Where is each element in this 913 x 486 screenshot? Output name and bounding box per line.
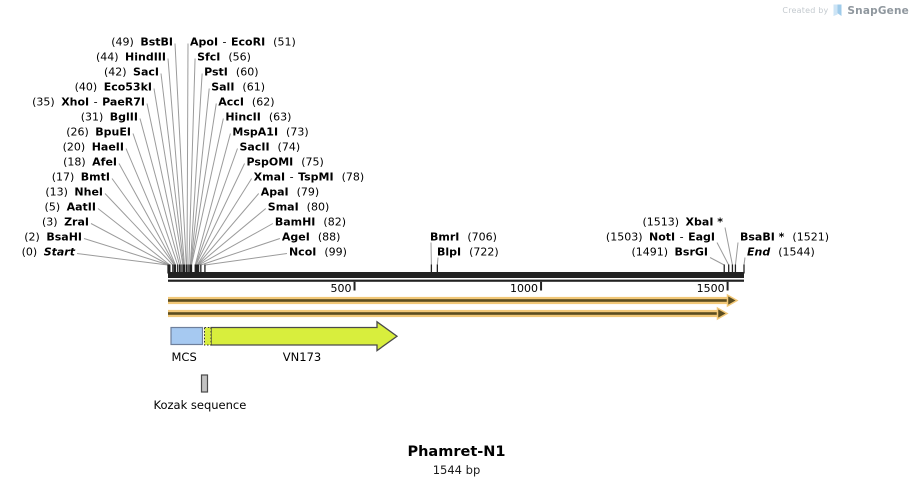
feature-vn173-label: VN173 [283, 350, 321, 364]
enzyme-saci-leader [160, 73, 185, 266]
enzyme-afei-leader [118, 163, 176, 266]
enzyme-smai-leader [197, 208, 267, 266]
orf-arrow-1-core [168, 299, 728, 302]
enzyme-agei-leader [200, 238, 281, 266]
enzyme-ncoi-leader [204, 253, 288, 266]
enzyme-blpi-label: BlpI(722) [437, 246, 499, 259]
enzyme-aatii-label: (5) AatII [45, 201, 96, 214]
enzyme-sacii-leader [195, 148, 238, 266]
enzyme-apoi-leader [186, 43, 189, 266]
feature-kozak-sequence-label: Kozak sequence [154, 398, 247, 412]
enzyme-blpi-leader [436, 257, 439, 266]
enzyme-bamhi-label: BamHI(82) [275, 216, 346, 229]
feature-kozak-sequence [200, 374, 209, 393]
ruler-label-1000: 1000 [510, 282, 538, 295]
enzyme-bpuei-label: (26) BpuEI [66, 126, 131, 139]
enzyme-xmai-label: XmaI - TspMI(78) [254, 171, 365, 184]
enzyme-start-leader [76, 253, 169, 266]
enzyme-hindiii-leader [167, 58, 185, 266]
enzyme-smai-label: SmaI(80) [268, 201, 330, 214]
enzyme-xhoi-leader [146, 103, 182, 266]
enzyme-sfci-leader [188, 58, 196, 266]
snapgene-credit: Created by SnapGene [782, 4, 909, 17]
enzyme-bmti-label: (17) BmtI [52, 171, 110, 184]
enzyme-mspa1i-leader [194, 133, 231, 266]
enzyme-bglii-label: (31) BglII [81, 111, 138, 124]
enzyme-afei-label: (18) AfeI [63, 156, 117, 169]
enzyme-sfci-label: SfcI(56) [197, 51, 251, 64]
enzyme-bmti-leader [111, 178, 175, 266]
enzyme-apai-label: ApaI(79) [261, 186, 320, 199]
enzyme-bsabi-label: BsaBI *(1521) [740, 231, 829, 244]
enzyme-sali-label: SalI(61) [211, 81, 265, 94]
enzyme-hincii-label: HincII(63) [225, 111, 291, 124]
enzyme-bsahi-label: (2) BsaHI [24, 231, 82, 244]
enzyme-hindiii-label: (44) HindIII [96, 51, 166, 64]
feature-vn173 [210, 320, 399, 352]
enzyme-start-label: (0) Start [22, 246, 76, 259]
enzyme-bsabi-leader [734, 242, 739, 266]
enzyme-haeii-label: (20) HaeII [63, 141, 124, 154]
ruler-label-1500: 1500 [697, 282, 725, 295]
enzyme-pspomi-leader [195, 163, 246, 266]
enzyme-nhei-leader [104, 193, 174, 266]
orf-arrow-2-core [168, 312, 718, 315]
enzyme-saci-label: (42) SacI [104, 66, 159, 79]
enzyme-apoi-label: ApoI - EcoRI(51) [190, 36, 296, 49]
orf-arrow-2-head [716, 306, 729, 321]
title-block: Phamret-N1 1544 bp [0, 444, 913, 477]
created-by-text: Created by [782, 6, 829, 15]
enzyme-sali-leader [190, 88, 210, 266]
enzyme-xhoi-label: (35) XhoI - PaeR7I [32, 96, 145, 109]
enzyme-ncoi-label: NcoI(99) [289, 246, 347, 259]
sequence-bar-top [168, 272, 744, 278]
enzyme-apai-leader [197, 193, 260, 266]
enzyme-acci-label: AccI(62) [218, 96, 274, 109]
feature-vn173-kozak-overlap [204, 327, 212, 346]
enzyme-nhei-label: (13) NheI [45, 186, 103, 199]
enzyme-psti-label: PstI(60) [204, 66, 258, 79]
enzyme-xmai-leader [196, 178, 253, 266]
enzyme-aatii-leader [97, 208, 171, 266]
feature-mcs [170, 326, 204, 346]
enzyme-bglii-leader [139, 118, 181, 266]
enzyme-bsrgi-leader [709, 257, 725, 266]
enzyme-haeii-leader [125, 148, 176, 266]
plasmid-title: Phamret-N1 [407, 444, 506, 460]
enzyme-noti-label: (1503) NotI - EagI [606, 231, 715, 244]
enzyme-bstbi-leader [174, 43, 187, 266]
enzyme-zrai-label: (3) ZraI [42, 216, 89, 229]
enzyme-xbai-label: (1513) XbaI * [642, 216, 723, 229]
sequence-bar-bottom [168, 279, 744, 282]
enzyme-agei-label: AgeI(88) [282, 231, 341, 244]
enzyme-acci-leader [190, 103, 217, 266]
plasmid-length: 1544 bp [432, 463, 481, 477]
enzyme-noti-leader [716, 242, 730, 266]
enzyme-bpuei-leader [132, 133, 179, 266]
enzyme-bmri-label: BmrI(706) [430, 231, 497, 244]
enzyme-eco53ki-label: (40) Eco53kI [75, 81, 152, 94]
enzyme-zrai-leader [90, 223, 170, 266]
enzyme-mspa1i-label: MspA1I(73) [232, 126, 308, 139]
enzyme-sacii-label: SacII(74) [239, 141, 300, 154]
enzyme-hincii-leader [191, 118, 224, 266]
enzyme-pspomi-label: PspOMI(75) [247, 156, 324, 169]
enzyme-bstbi-label: (49) BstBI [111, 36, 173, 49]
enzyme-psti-leader [189, 73, 203, 266]
enzyme-bsahi-leader [83, 238, 169, 266]
enzyme-end-label: End(1544) [747, 246, 815, 259]
enzyme-eco53ki-leader [153, 88, 184, 266]
feature-mcs-label: MCS [172, 350, 197, 364]
enzyme-bamhi-leader [198, 223, 274, 266]
enzyme-bsrgi-label: (1491) BsrGI [631, 246, 708, 259]
enzyme-xbai-leader [724, 227, 733, 266]
snapgene-flag-icon [833, 4, 842, 16]
orf-arrow-1-head [726, 293, 739, 308]
ruler-label-500: 500 [331, 282, 352, 295]
enzyme-end-leader [743, 257, 746, 266]
snapgene-brand-text: SnapGene [847, 4, 909, 17]
